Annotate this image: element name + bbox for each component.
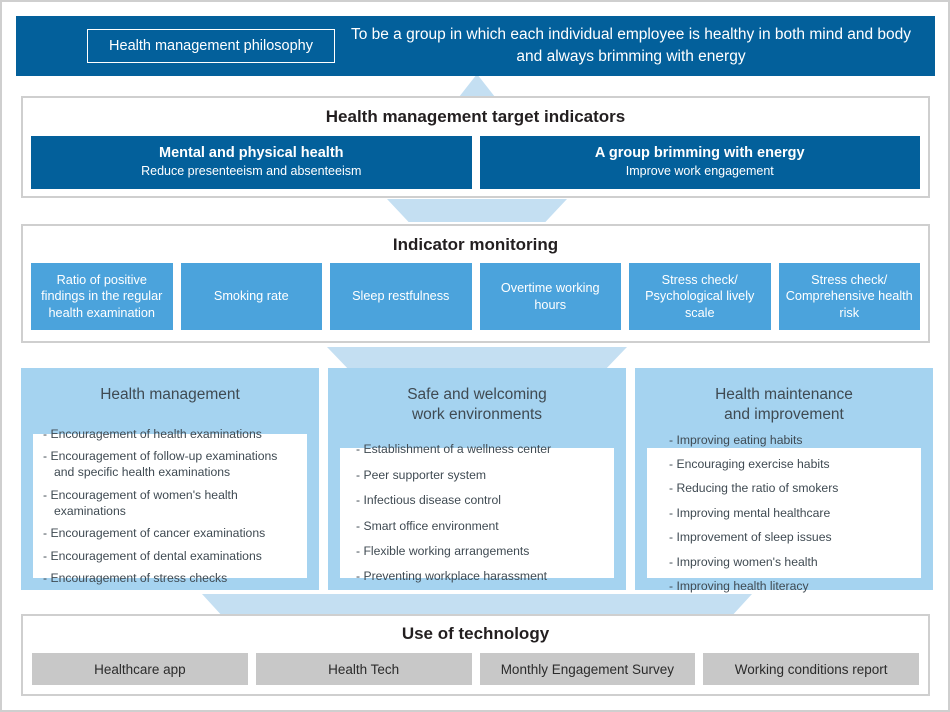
monitor-card: Overtime working hours <box>479 263 621 330</box>
pillar-title: Health management <box>100 386 240 403</box>
target-indicators-title: Health management target indicators <box>325 107 626 126</box>
pillar-item: - Improvement of sleep issues <box>669 530 832 545</box>
monitor-card: Smoking rate <box>180 263 322 330</box>
pillar-item: - Flexible working arrangements <box>356 543 530 558</box>
pillar-item: - Improving women's health <box>669 554 818 569</box>
pillar-item: - Encouragement of stress checks <box>43 571 228 586</box>
pillar-title: Health maintenance and improvement <box>715 386 853 424</box>
pillar-item: - Smart office environment <box>356 518 499 533</box>
pillar-health-management: Health management - Encouragement of hea… <box>21 368 319 590</box>
use-of-technology-title: Use of technology <box>401 624 550 643</box>
target-card: Mental and physical health Reduce presen… <box>31 136 472 189</box>
pillar-item: - Infectious disease control <box>356 493 501 508</box>
pillar-safe-work-environments: Safe and welcoming work environments - E… <box>328 368 626 590</box>
pillar-item-list: - Establishment of a wellness center - P… <box>340 442 614 583</box>
pillar-item: - Establishment of a wellness center <box>356 442 552 457</box>
technology-chip: Working conditions report <box>703 653 919 685</box>
pillar-item: - Encouragement of health examinations <box>43 426 262 441</box>
use-of-technology-row: Healthcare app Health Tech Monthly Engag… <box>23 644 928 685</box>
indicator-monitoring-panel: Indicator monitoring Ratio of positive f… <box>21 224 930 343</box>
pillar-item: - Reducing the ratio of smokers <box>669 481 839 496</box>
monitor-card: Ratio of positive findings in the regula… <box>31 263 173 330</box>
pillar-item-list: - Encouragement of health examinations -… <box>33 427 307 585</box>
pillar-item: - Improving health literacy <box>669 578 809 593</box>
target-card: A group brimming with energy Improve wor… <box>479 136 920 189</box>
use-of-technology-panel: Use of technology Healthcare app Health … <box>21 614 930 696</box>
pillar-item: - Preventing workplace harassment <box>356 569 548 584</box>
target-indicators-panel: Health management target indicators Ment… <box>21 96 930 198</box>
technology-chip: Health Tech <box>255 653 472 685</box>
target-indicators-row: Mental and physical health Reduce presen… <box>23 127 928 189</box>
pillar-health-maintenance: Health maintenance and improvement - Imp… <box>635 368 933 593</box>
connector-monitoring-to-pillars-icon <box>327 347 627 372</box>
philosophy-band: Health management philosophy To be a gro… <box>16 16 935 76</box>
pillar-item: - Encouraging exercise habits <box>669 457 830 472</box>
technology-chip: Monthly Engagement Survey <box>479 653 696 685</box>
philosophy-chip-label: Health management philosophy <box>87 29 335 63</box>
monitor-card: Stress check/ Psychological lively scale <box>629 263 771 330</box>
pillar-item: - Peer supporter system <box>356 467 487 482</box>
target-card-heading: Mental and physical health <box>158 145 344 162</box>
pillar-item: - Improving mental healthcare <box>669 505 831 520</box>
pillar-item-list: - Improving eating habits - Encouraging … <box>647 433 921 593</box>
philosophy-statement: To be a group in which each individual e… <box>350 25 912 65</box>
pillar-item: - Encouragement of cancer examinations <box>43 526 266 541</box>
indicator-monitoring-row: Ratio of positive findings in the regula… <box>23 255 928 330</box>
pillar-title: Safe and welcoming work environments <box>407 386 547 424</box>
pillar-item: - Encouragement of dental examinations <box>43 548 262 563</box>
connector-targets-to-monitoring-icon <box>387 199 567 222</box>
monitor-card: Stress check/ Comprehensive health risk <box>778 263 920 330</box>
indicator-monitoring-title: Indicator monitoring <box>392 235 559 254</box>
pillar-item: - Improving eating habits <box>669 432 803 447</box>
technology-chip: Healthcare app <box>32 653 248 685</box>
connector-philosophy-to-targets-icon <box>459 74 495 97</box>
target-card-subtext: Reduce presenteeism and absenteeism <box>141 164 362 179</box>
target-card-subtext: Improve work engagement <box>625 164 774 179</box>
monitor-card: Sleep restfulness <box>330 263 472 330</box>
pillar-item: - Encouragement of women's health examin… <box>43 487 238 518</box>
pillar-item: - Encouragement of follow-up examination… <box>43 448 278 480</box>
target-card-heading: A group brimming with energy <box>594 145 805 162</box>
